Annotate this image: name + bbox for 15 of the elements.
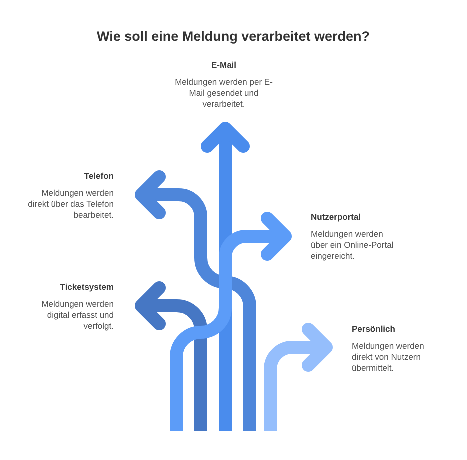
option-heading: E-Mail bbox=[211, 59, 237, 71]
option-description: Meldungen werden digital erfasst und verfolgt. bbox=[40, 299, 114, 332]
option-description: Meldungen werden direkt von Nutzern übermittelt. bbox=[352, 341, 426, 374]
arrow bbox=[264, 323, 333, 431]
option-description: Meldungen werden direkt über das Telefon bearbeitet. bbox=[27, 188, 114, 220]
title: Wie soll eine Meldung verarbeitet werden? bbox=[97, 28, 370, 46]
option-description: Meldungen werden per E-Mail gesendet und verarbeitet. bbox=[174, 77, 274, 110]
option-heading: Nutzerportal bbox=[311, 211, 362, 223]
option-heading: Telefon bbox=[84, 170, 114, 182]
arrow bbox=[135, 282, 208, 431]
option-description: Meldungen werden über ein Online-Portal eingereicht. bbox=[311, 229, 395, 262]
option-heading: Ticketsystem bbox=[60, 281, 114, 293]
arrow bbox=[170, 212, 292, 431]
arrow bbox=[135, 170, 256, 431]
option-heading: Persönlich bbox=[352, 323, 396, 335]
